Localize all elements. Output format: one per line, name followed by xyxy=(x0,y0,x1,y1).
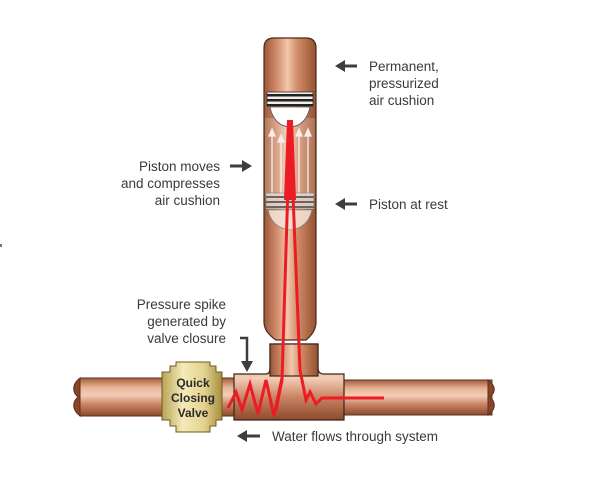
pressure-beam xyxy=(284,120,296,200)
valve-label-line2: Closing xyxy=(171,391,215,405)
main-pipe-left xyxy=(73,376,171,418)
motion-arrows xyxy=(268,127,312,195)
label-pressure-spike-line1: Pressure spike xyxy=(136,297,226,312)
label-water-flow: Water flows through system xyxy=(272,429,439,444)
arrow-piston-rest xyxy=(335,198,357,210)
label-air-cushion-line2: pressurized xyxy=(369,76,439,91)
valve-label-line3: Valve xyxy=(178,406,209,420)
label-pressure-spike-line2: generated by xyxy=(147,314,226,329)
label-pressure-spike-line3: valve closure xyxy=(147,331,226,346)
label-air-cushion-line3: air cushion xyxy=(369,93,435,108)
pressure-wave xyxy=(226,119,384,417)
valve-label-line1: Quick xyxy=(176,376,210,390)
edge-mark xyxy=(0,244,2,247)
label-air-cushion: Permanent, pressurized air cushion xyxy=(369,58,439,109)
arrow-air-cushion xyxy=(335,60,357,72)
piston-compressed xyxy=(266,91,314,128)
arrow-piston-moves xyxy=(230,160,252,172)
arrow-pressure-spike xyxy=(240,336,253,372)
label-air-cushion-line1: Permanent, xyxy=(369,59,439,74)
label-piston-moves-line3: air cushion xyxy=(154,193,220,208)
label-piston-moves: Piston moves and compresses air cushion xyxy=(110,158,220,209)
label-piston-moves-line1: Piston moves xyxy=(138,159,220,174)
label-piston-rest: Piston at rest xyxy=(369,197,448,212)
label-pressure-spike: Pressure spike generated by valve closur… xyxy=(110,296,226,347)
arrow-water-flow xyxy=(237,430,260,442)
label-piston-moves-line2: and compresses xyxy=(120,176,220,191)
quick-closing-valve: Quick Closing Valve xyxy=(161,361,223,433)
